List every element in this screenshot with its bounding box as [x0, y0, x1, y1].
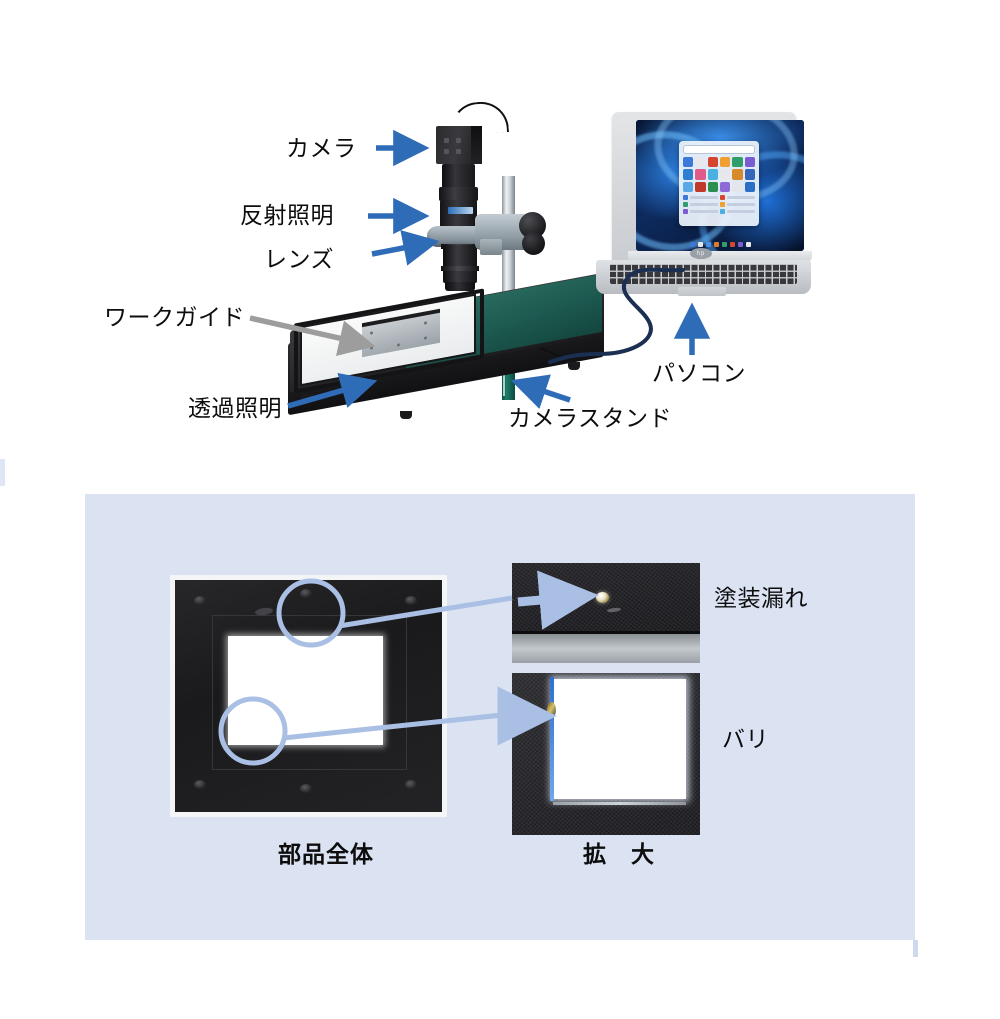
windows-start-menu[interactable] — [679, 141, 759, 226]
usb-cable — [540, 267, 685, 364]
taskbar-icon-search[interactable] — [697, 242, 703, 247]
backlit-window-edge — [553, 679, 686, 799]
taskbar-icon-explorer[interactable] — [705, 242, 711, 247]
recommended-item[interactable] — [720, 195, 755, 201]
pinned-app-icon[interactable] — [683, 181, 694, 193]
part-mount-hole — [404, 779, 417, 789]
lens-aperture — [445, 282, 475, 291]
start-menu-recommended-list — [683, 195, 755, 215]
pinned-app-icon[interactable] — [720, 157, 731, 168]
taskbar-icon-app[interactable] — [737, 242, 743, 247]
window-bottom-edge — [553, 802, 686, 805]
laptop-lid — [612, 112, 812, 262]
camera-adapter-ring — [439, 187, 478, 201]
pinned-app-icon[interactable] — [732, 169, 743, 180]
part-mount-hole — [193, 779, 206, 789]
pinned-app-icon[interactable] — [707, 169, 719, 180]
part-edge-highlight — [512, 631, 700, 663]
pinned-app-icon[interactable] — [744, 157, 756, 168]
microscope-camera-assembly — [418, 100, 548, 400]
zoom-lens-barrel — [440, 200, 477, 228]
part-black-plate — [175, 580, 442, 812]
burr-defect-spot — [547, 702, 556, 718]
camera-port-4 — [456, 149, 461, 154]
start-menu-search-box[interactable] — [683, 145, 755, 154]
panel-corner-tab — [913, 940, 918, 957]
pinned-app-icon[interactable] — [744, 169, 756, 180]
taskbar-icon-app[interactable] — [713, 242, 719, 247]
paint-leak-closeup-photo — [512, 563, 700, 663]
pinned-app-icon[interactable] — [732, 181, 743, 193]
lens-label-tag — [448, 207, 473, 214]
part-mount-hole — [300, 589, 313, 599]
label-paint-leak: 塗装漏れ — [714, 585, 808, 611]
pinned-app-icon[interactable] — [720, 169, 731, 180]
camera-coupler — [442, 164, 475, 188]
recommended-item[interactable] — [720, 209, 755, 215]
recommended-item[interactable] — [683, 209, 718, 215]
part-mount-hole — [404, 596, 417, 606]
label-camera-stand: カメラスタンド — [508, 405, 673, 431]
work-guide-hole-5 — [397, 343, 400, 347]
recommended-item[interactable] — [720, 202, 755, 208]
pinned-app-icon[interactable] — [732, 157, 743, 168]
laptop-touchpad[interactable] — [678, 287, 726, 296]
taskbar-icon-start[interactable] — [689, 242, 695, 247]
work-guide-hole-3 — [370, 346, 373, 350]
hp-logo: hp — [690, 248, 712, 259]
camera-port-3 — [444, 149, 449, 154]
pinned-app-icon[interactable] — [695, 181, 706, 193]
pinned-app-icon[interactable] — [683, 157, 694, 168]
window-blue-rim — [550, 677, 554, 801]
laptop-bezel-chin — [628, 251, 812, 261]
recommended-item[interactable] — [683, 195, 718, 201]
paint-leak-defect-spot — [596, 592, 609, 603]
camera-port-2 — [456, 138, 461, 143]
pinned-app-icon[interactable] — [707, 157, 719, 168]
camera-port-1 — [444, 138, 449, 143]
label-camera: カメラ — [286, 135, 357, 161]
work-guide-hole-2 — [424, 321, 427, 325]
caption-whole-part: 部品全体 — [278, 841, 374, 867]
base-foot-right — [568, 362, 580, 370]
equipment-diagram: hp — [0, 0, 1000, 470]
pinned-app-icon[interactable] — [720, 181, 731, 193]
pinned-app-icon[interactable] — [744, 181, 756, 193]
focus-knob-lower[interactable] — [522, 232, 545, 255]
windows-taskbar[interactable] — [636, 240, 804, 249]
label-ring-light: 反射照明 — [240, 202, 334, 228]
pinned-app-icon[interactable] — [707, 181, 719, 193]
base-foot-left — [302, 394, 314, 402]
label-work-guide: ワークガイド — [104, 304, 245, 330]
part-overview-photo — [170, 575, 447, 817]
caption-magnified: 拡 大 — [583, 841, 655, 867]
pinned-app-icon[interactable] — [695, 157, 706, 168]
pinned-app-icon[interactable] — [683, 169, 694, 180]
recommended-item[interactable] — [683, 202, 718, 208]
taskbar-icon-app[interactable] — [729, 242, 735, 247]
burr-closeup-photo — [512, 673, 700, 835]
taskbar-icon-app[interactable] — [745, 242, 751, 247]
lens-ring-lower — [441, 266, 479, 271]
panel-left-sliver — [0, 459, 5, 486]
label-lens: レンズ — [264, 246, 335, 272]
base-foot-center — [400, 411, 412, 419]
objective-lens — [443, 245, 477, 283]
label-burr: バリ — [722, 726, 769, 752]
label-pc: パソコン — [652, 360, 746, 386]
pinned-app-icon[interactable] — [695, 169, 706, 180]
camera-body — [436, 126, 482, 164]
mount-clamp — [480, 239, 502, 255]
part-mount-hole — [300, 784, 313, 794]
taskbar-icon-app[interactable] — [721, 242, 727, 247]
work-guide-hole-4 — [424, 336, 427, 340]
laptop-computer: hp — [596, 112, 812, 308]
part-backlit-window — [228, 635, 384, 745]
work-guide-hole-1 — [370, 331, 373, 335]
start-menu-pinned-grid — [683, 157, 756, 193]
part-mount-hole — [193, 596, 206, 606]
laptop-screen — [636, 120, 804, 251]
label-transmitted: 透過照明 — [188, 395, 282, 421]
